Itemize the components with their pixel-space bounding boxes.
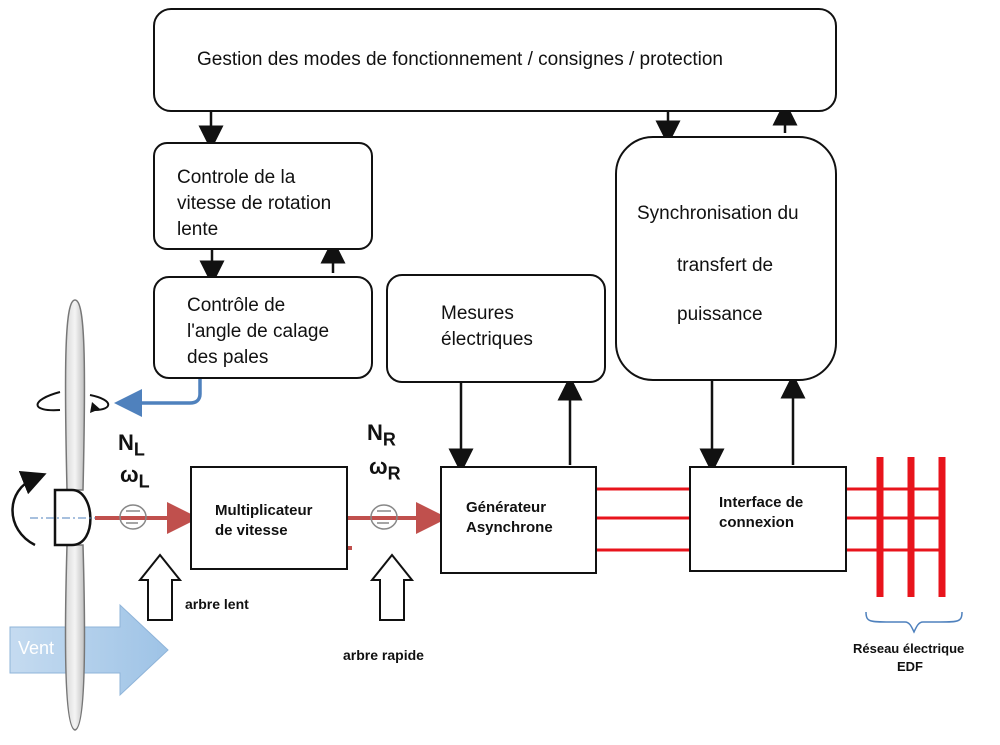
- controle-angle-line1: Contrôle de: [187, 295, 286, 316]
- controle-angle-line2: l'angle de calage: [187, 321, 330, 342]
- block-gestion: Gestion des modes de fonctionnement / co…: [153, 8, 837, 112]
- sync-line3: puissance: [677, 304, 763, 325]
- mesures-line1: Mesures: [441, 303, 514, 324]
- rotation-arrow-top: [36, 391, 110, 412]
- generateur-line2: Asynchrone: [466, 519, 553, 536]
- blade-top: [64, 299, 86, 491]
- rotation-arrow-left: [11, 471, 47, 547]
- sync-line2: transfert de: [677, 255, 774, 276]
- arrow-arbre-lent: [137, 553, 183, 621]
- symbol-n-r: NR: [367, 420, 396, 450]
- multiplicateur-line2: de vitesse: [215, 522, 288, 539]
- symbol-omega-r: ωR: [369, 454, 401, 484]
- generateur-line1: Générateur: [466, 499, 547, 516]
- multiplicateur-line1: Multiplicateur: [215, 502, 313, 519]
- block-controle-vitesse: Controle de la vitesse de rotation lente: [153, 142, 373, 250]
- label-arbre-lent: arbre lent: [185, 596, 249, 612]
- grid-brace: [865, 611, 963, 634]
- power-lines-gen-interface: [596, 487, 690, 552]
- mesures-line2: électriques: [441, 329, 533, 350]
- turbine-hub: [53, 488, 92, 547]
- rotation-symbol-fast: [370, 504, 398, 530]
- interface-line1: Interface de: [719, 494, 804, 511]
- blade-bottom: [64, 544, 86, 731]
- controle-vitesse-line1: Controle de la: [177, 167, 296, 188]
- wind-arrow: [9, 603, 169, 697]
- grid-busbars: [876, 457, 946, 597]
- pitch-control-arrow: [114, 379, 202, 417]
- controle-vitesse-line2: vitesse de rotation: [177, 193, 332, 214]
- block-interface: Interface de connexion: [689, 466, 847, 572]
- arrow-arbre-rapide: [369, 553, 415, 621]
- block-generateur: Générateur Asynchrone: [440, 466, 597, 574]
- symbol-omega-l: ωL: [120, 462, 150, 492]
- label-reseau-line2: EDF: [897, 659, 923, 674]
- block-controle-angle: Contrôle de l'angle de calage des pales: [153, 276, 373, 379]
- symbol-n-l: NL: [118, 430, 145, 460]
- controle-angle-line3: des pales: [187, 347, 269, 368]
- power-lines-interface-grid: [846, 487, 945, 552]
- block-mesures: Mesures électriques: [386, 274, 606, 383]
- block-gestion-label: Gestion des modes de fonctionnement / co…: [197, 49, 723, 70]
- rotation-symbol-slow: [119, 504, 147, 530]
- label-arbre-rapide: arbre rapide: [343, 647, 424, 663]
- label-reseau-line1: Réseau électrique: [853, 641, 965, 656]
- block-synchronisation: Synchronisation du transfert de puissanc…: [615, 136, 837, 381]
- label-vent: Vent: [18, 638, 55, 658]
- controle-vitesse-line3: lente: [177, 219, 219, 240]
- sync-line1: Synchronisation du: [637, 203, 799, 224]
- block-multiplicateur: Multiplicateur de vitesse: [190, 466, 348, 570]
- interface-line2: connexion: [719, 514, 795, 531]
